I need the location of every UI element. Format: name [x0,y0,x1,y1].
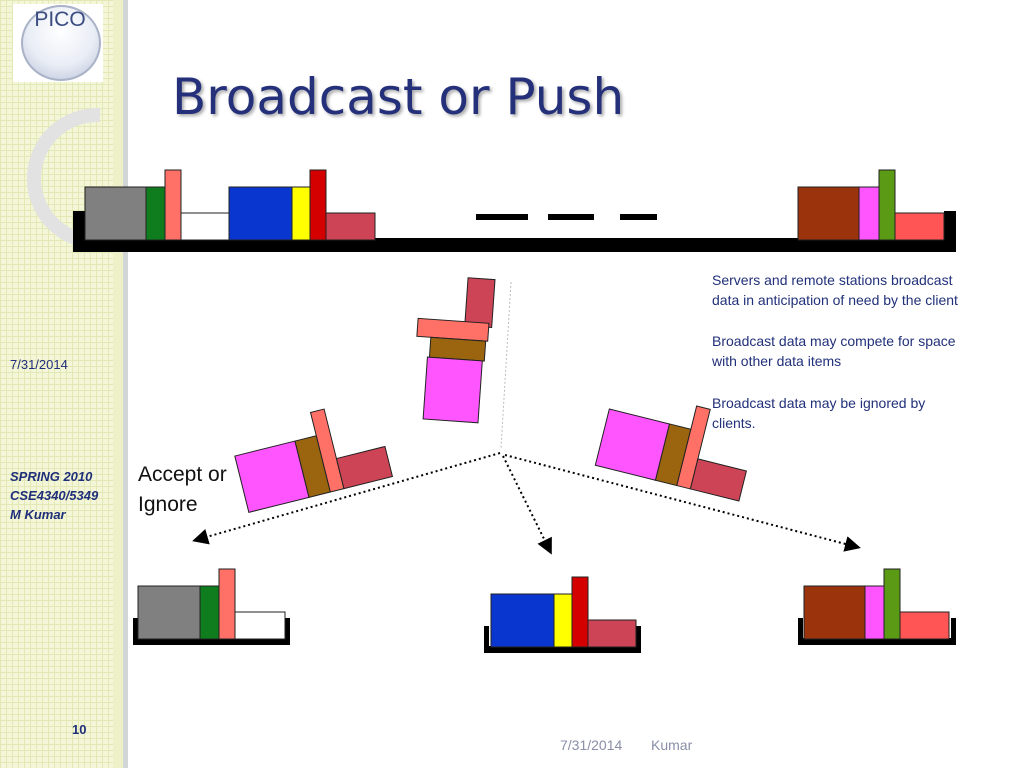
description-line: clients. [712,415,756,431]
pico-logo-icon [21,5,101,81]
description-line: Servers and remote stations broadcast [712,272,953,288]
description-line: Broadcast data may compete for space [712,333,956,349]
item-white [180,212,230,241]
arrow-to-client-right [504,454,861,552]
broadcast-channel-bar [73,238,956,252]
sidebar-divider [123,0,128,768]
item-rose [325,212,376,241]
item-salmon [164,169,182,241]
item-yellow [291,186,311,241]
description-broadcast: Servers and remote stations broadcast da… [712,270,958,310]
item-coral [894,212,945,241]
footer-author: Kumar [651,737,693,753]
description-line: with other data items [712,353,842,369]
decorative-arc [26,107,101,249]
item-gray [84,186,147,241]
item-brown [797,186,860,241]
ellipsis-dash-1 [476,214,528,220]
channel-left-post [73,211,85,252]
item-olive [878,169,896,241]
description-line: Broadcast data may be ignored by [712,395,926,411]
slide-title: Broadcast or Push [172,68,625,126]
page-number: 10 [72,722,87,737]
course-code: CSE4340/5349 [10,488,99,503]
item-green [145,186,166,241]
client-cache-right [798,568,956,645]
ellipsis-dash-2 [548,214,594,220]
course-semester: SPRING 2010 [10,469,93,484]
sidebar-date: 7/31/2014 [10,357,68,372]
accept-label-line: Ignore [138,493,198,516]
falling-stack-left [234,408,394,513]
accept-label-line: Accept or [138,463,227,486]
accept-or-ignore-label: Accept or Ignore [138,460,227,520]
sidebar-course: SPRING 2010 CSE4340/5349 M Kumar [10,467,98,524]
client-cache-left [133,568,290,645]
course-instructor: M Kumar [10,507,66,522]
item-pink [858,186,880,241]
falling-stack-right [594,405,748,502]
description-line: data in anticipation of need by the clie… [712,292,958,308]
item-blue [228,186,293,241]
footer-date: 7/31/2014 [560,737,623,753]
client-cache-center [484,576,641,653]
description-compete: Broadcast data may compete for space wit… [712,331,956,371]
ellipsis-dash-3 [620,214,657,220]
logo-text: PICO [34,8,86,31]
arrow-to-client-center [502,455,552,555]
guide-line [500,281,512,449]
description-ignored: Broadcast data may be ignored by clients… [712,393,925,433]
sidebar-band [113,0,123,768]
falling-stack-center [416,277,496,424]
item-red [309,169,327,241]
channel-right-post [944,211,956,252]
